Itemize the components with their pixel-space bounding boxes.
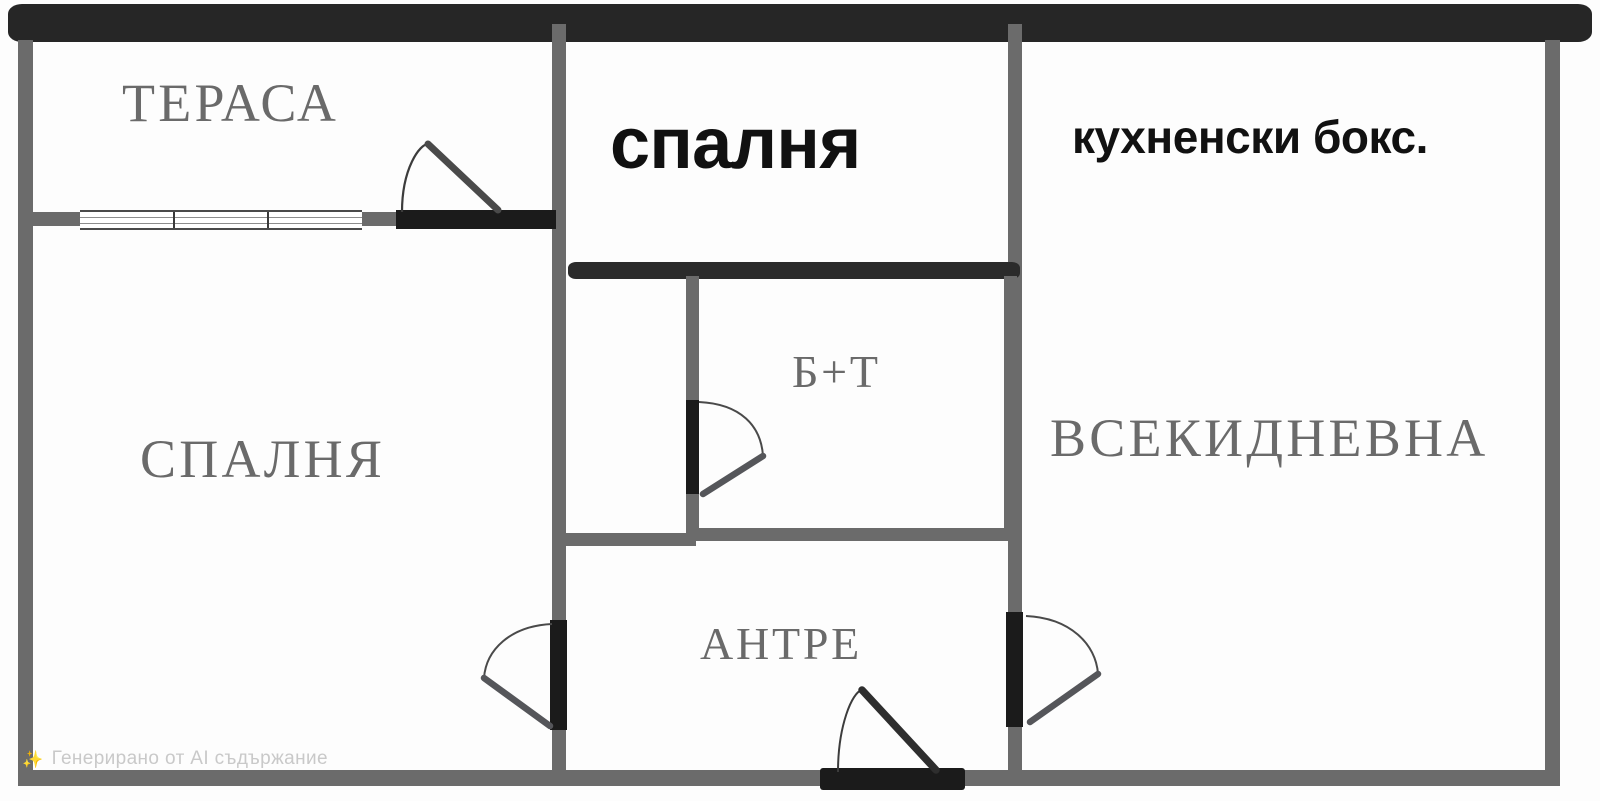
room-label-living-room: ВСЕКИДНЕВНА (1050, 408, 1489, 468)
window-pane (174, 212, 270, 228)
room-label-hallway: АНТРЕ (700, 618, 863, 669)
exterior-wall-bottom (18, 770, 1560, 786)
window-pane (269, 212, 362, 228)
bathroom-door-jamb (686, 400, 699, 496)
exterior-wall-top (8, 4, 1592, 42)
interior-wall-terrace-divider-mid (362, 212, 396, 226)
room-label-bedroom-top: спалня (610, 104, 861, 184)
entrance-door-swing (830, 686, 950, 774)
hallway-bedroom-door-jamb (550, 620, 567, 730)
hallway-living-door-jamb (1006, 612, 1023, 727)
exterior-wall-left (18, 40, 33, 785)
bathroom-wall-right-stub (1004, 276, 1017, 534)
window-pane (80, 212, 175, 228)
room-label-terrace: ТЕРАСА (122, 73, 340, 133)
exterior-wall-right (1545, 40, 1560, 785)
terrace-window (80, 210, 362, 230)
terrace-door-jamb (396, 210, 556, 229)
interior-wall-terrace-divider (18, 212, 80, 226)
room-label-bedroom-left: СПАЛНЯ (140, 429, 386, 489)
sparkle-icon: ✨ (22, 749, 44, 769)
entrance-door-jamb (820, 768, 965, 790)
bathroom-wall-bottom (686, 528, 1016, 541)
room-label-bathroom-wc: Б+Т (792, 346, 881, 397)
watermark-text: Генерирано от AI съдържание (51, 748, 328, 769)
bathroom-wall-left (686, 276, 699, 406)
hallway-living-door-swing (1022, 612, 1112, 728)
terrace-door-swing (398, 138, 508, 216)
interior-wall-bedroom-bathroom (568, 262, 1020, 279)
hallway-wall-top (566, 533, 696, 546)
ai-generated-watermark: ✨ Генерирано от AI съдържание (22, 748, 328, 770)
bathroom-door-swing (697, 398, 777, 498)
hallway-bedroom-door-swing (470, 620, 556, 732)
room-label-kitchen-box: кухненски бокс. (1072, 111, 1428, 163)
